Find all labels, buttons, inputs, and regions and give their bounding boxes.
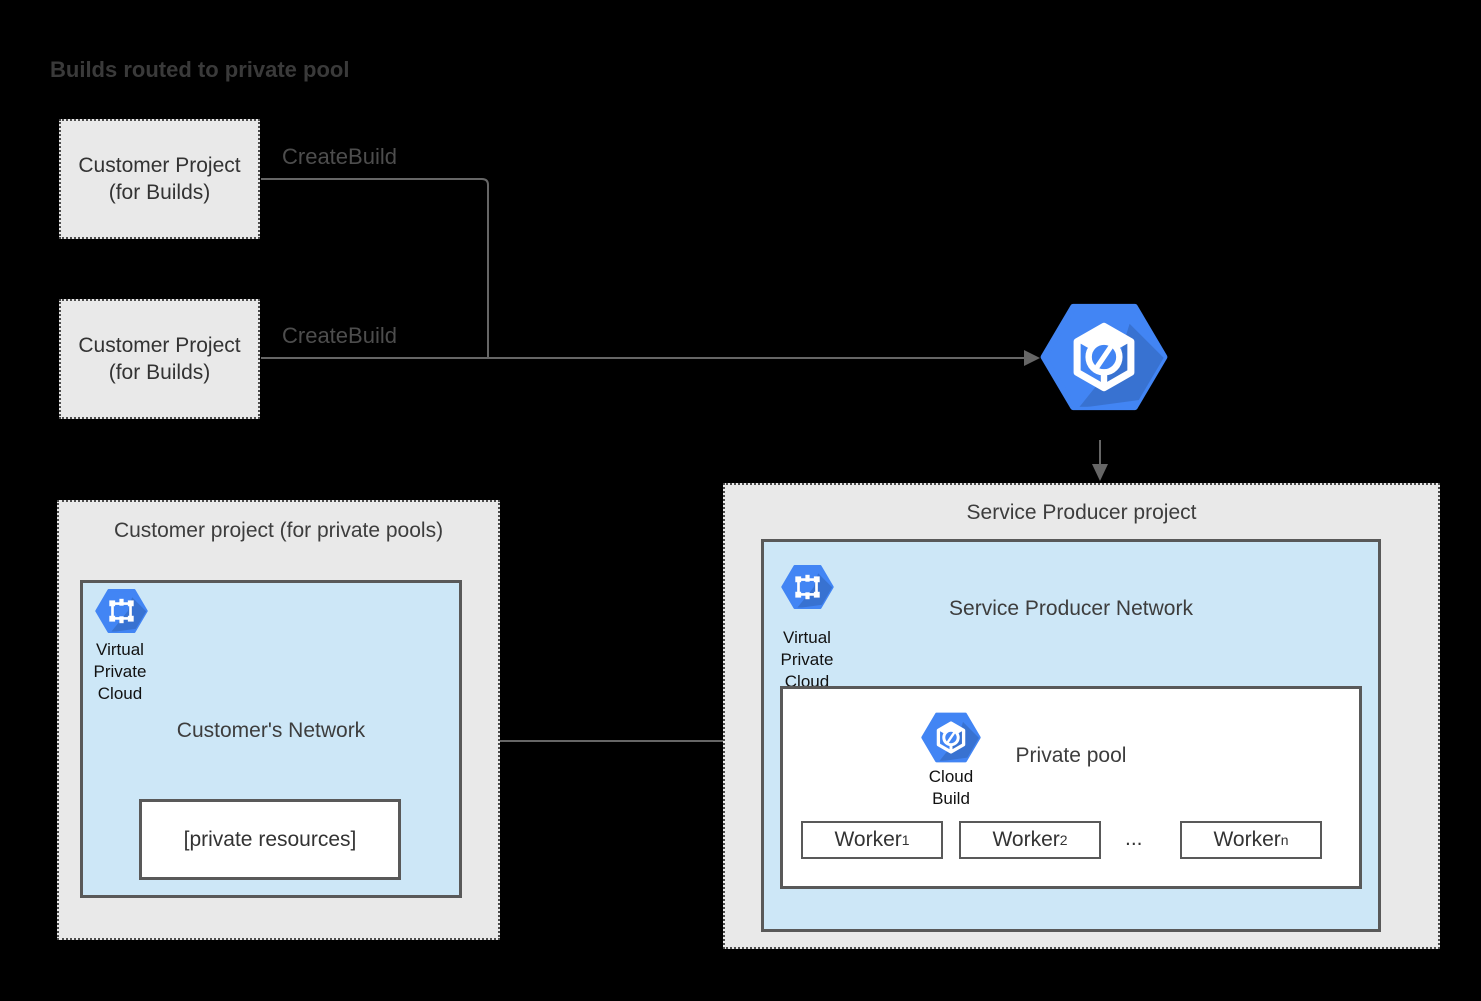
createbuild-label-2: CreateBuild: [282, 323, 397, 348]
virtual-private-cloud-icon: [781, 565, 834, 609]
vpc-caption-right: Virtual Private Cloud: [780, 628, 834, 691]
cloud-build-icon-small: [921, 712, 981, 763]
service-producer-network-title: Service Producer Network: [949, 597, 1193, 620]
private-resources-box: [private resources]: [139, 799, 401, 880]
arrowhead-down: [1092, 464, 1108, 481]
diagram-title: Builds routed to private pool: [50, 57, 350, 82]
arrowhead-into-cloud-build: [1024, 350, 1040, 366]
cloud-build-icon: [1040, 303, 1168, 411]
customer-project-builds-label-2: Customer Project (for Builds): [78, 334, 241, 384]
customer-network-title: Customer's Network: [176, 719, 366, 742]
customer-project-builds-box-2: Customer Project (for Builds): [59, 299, 260, 419]
private-resources-label: [private resources]: [183, 828, 357, 851]
cloud-build-caption: Cloud Build: [928, 767, 974, 808]
virtual-private-cloud-icon-left: [95, 589, 148, 633]
worker-ellipsis: ...: [1125, 827, 1143, 850]
vpc-caption-left: Virtual Private Cloud: [93, 640, 147, 703]
createbuild-label-1: CreateBuild: [282, 144, 397, 169]
connector-createbuild-1: [261, 178, 489, 358]
private-pool-title: Private pool: [1015, 744, 1127, 767]
service-producer-project-title: Service Producer project: [966, 501, 1197, 524]
customer-project-pools-title: Customer project (for private pools): [113, 519, 444, 542]
customer-project-builds-box-1: Customer Project (for Builds): [59, 119, 260, 239]
customer-project-builds-label-1: Customer Project (for Builds): [78, 154, 241, 204]
